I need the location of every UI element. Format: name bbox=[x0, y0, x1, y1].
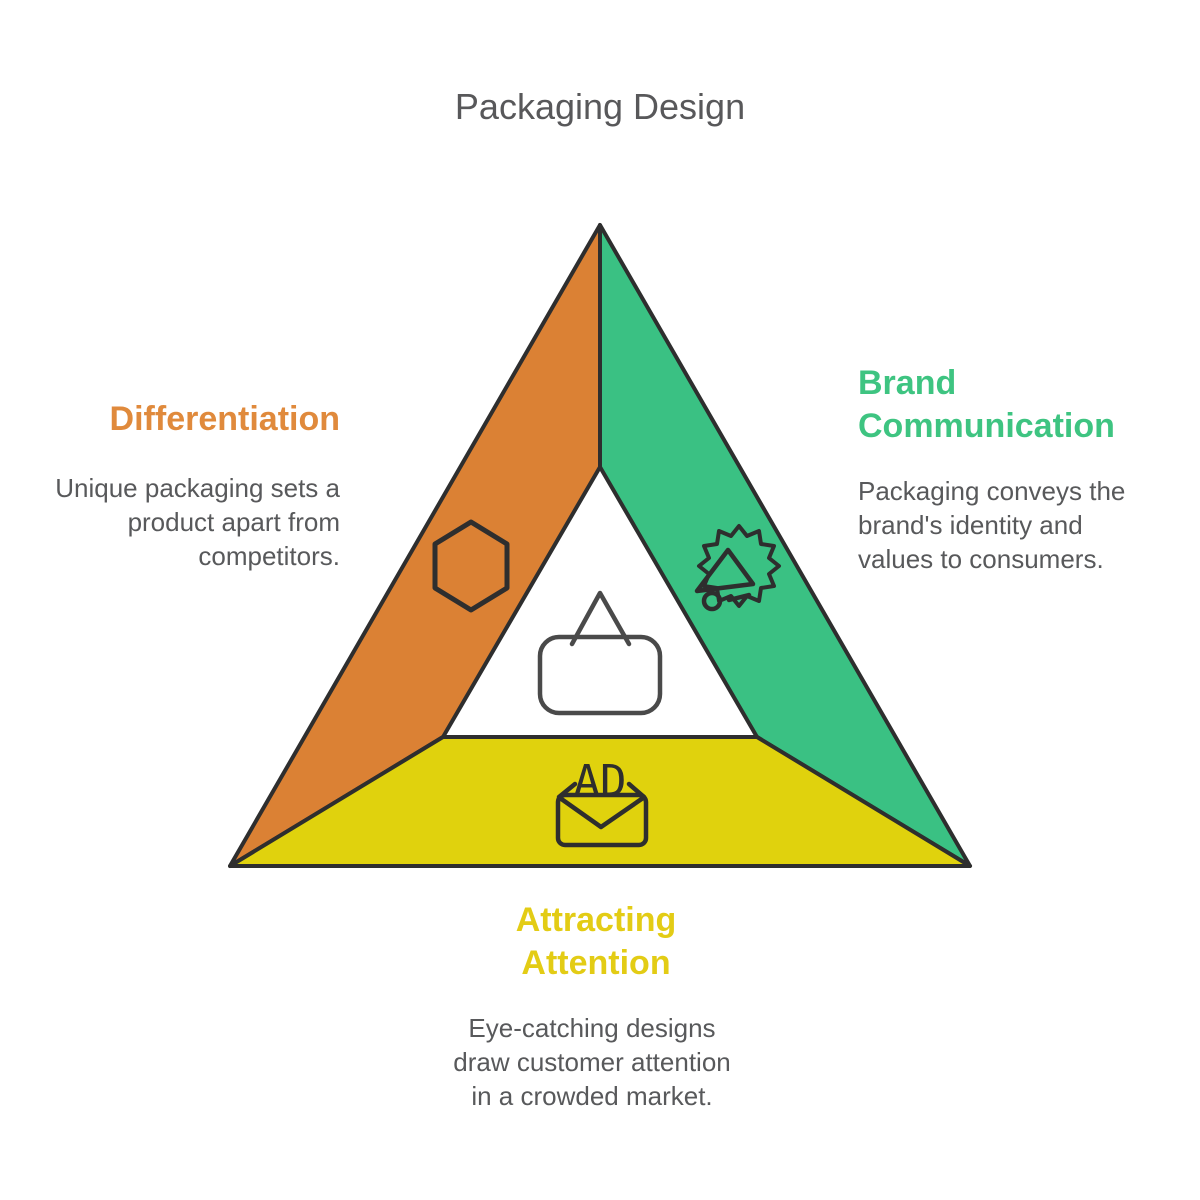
attracting-attention-description: Eye-catching designs draw customer atten… bbox=[453, 1013, 731, 1111]
differentiation-heading: Differentiation bbox=[109, 400, 340, 438]
page-title: Packaging Design bbox=[454, 86, 746, 127]
ad-envelope-icon: AD bbox=[555, 756, 649, 848]
hexagon-icon bbox=[432, 519, 510, 613]
brand-communication-description: Packaging conveys the brand's identity a… bbox=[858, 476, 1126, 574]
differentiation-description: Unique packaging sets a product apart fr… bbox=[55, 473, 340, 571]
attracting-attention-heading: Attracting Attention bbox=[515, 901, 677, 982]
brand-communication-heading: Brand Communication bbox=[858, 364, 1115, 445]
hanging-sign-icon bbox=[537, 590, 663, 716]
ad-label: AD bbox=[574, 756, 627, 807]
megaphone-starburst-icon bbox=[694, 524, 781, 612]
attracting-attention-band bbox=[228, 735, 972, 868]
